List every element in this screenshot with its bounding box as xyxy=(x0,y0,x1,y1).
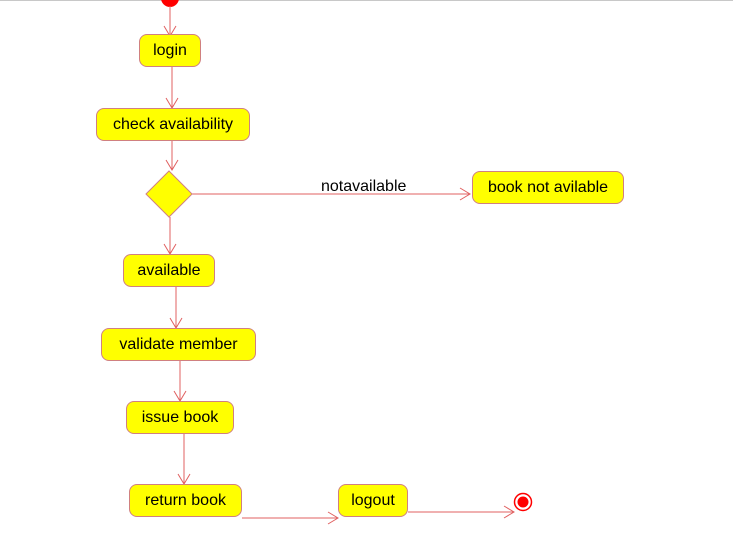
node-check-availability[interactable]: check availability xyxy=(96,108,250,141)
node-issue-book[interactable]: issue book xyxy=(126,401,234,434)
window-top-border xyxy=(0,0,733,1)
edge-available-validate xyxy=(169,286,183,329)
node-login[interactable]: login xyxy=(139,34,201,67)
edge-label-notavailable: notavailable xyxy=(321,178,407,195)
edge-start-login xyxy=(163,6,177,37)
node-book-not-available[interactable]: book not avilable xyxy=(472,171,624,204)
start-node xyxy=(161,0,179,7)
edge-validate-issue xyxy=(173,360,187,402)
edge-issue-return xyxy=(177,434,191,485)
edge-decision-notavailable xyxy=(192,187,471,201)
decision-diamond xyxy=(145,170,193,218)
node-return-book[interactable]: return book xyxy=(129,484,242,517)
edge-decision-available xyxy=(163,217,177,255)
node-logout[interactable]: logout xyxy=(338,484,408,517)
edge-check-decision xyxy=(165,140,179,171)
edge-return-logout xyxy=(242,511,339,525)
edge-login-check xyxy=(165,66,179,109)
end-node xyxy=(513,492,533,512)
node-available[interactable]: available xyxy=(123,254,215,287)
edge-logout-end xyxy=(408,505,515,519)
node-validate-member[interactable]: validate member xyxy=(101,328,256,361)
